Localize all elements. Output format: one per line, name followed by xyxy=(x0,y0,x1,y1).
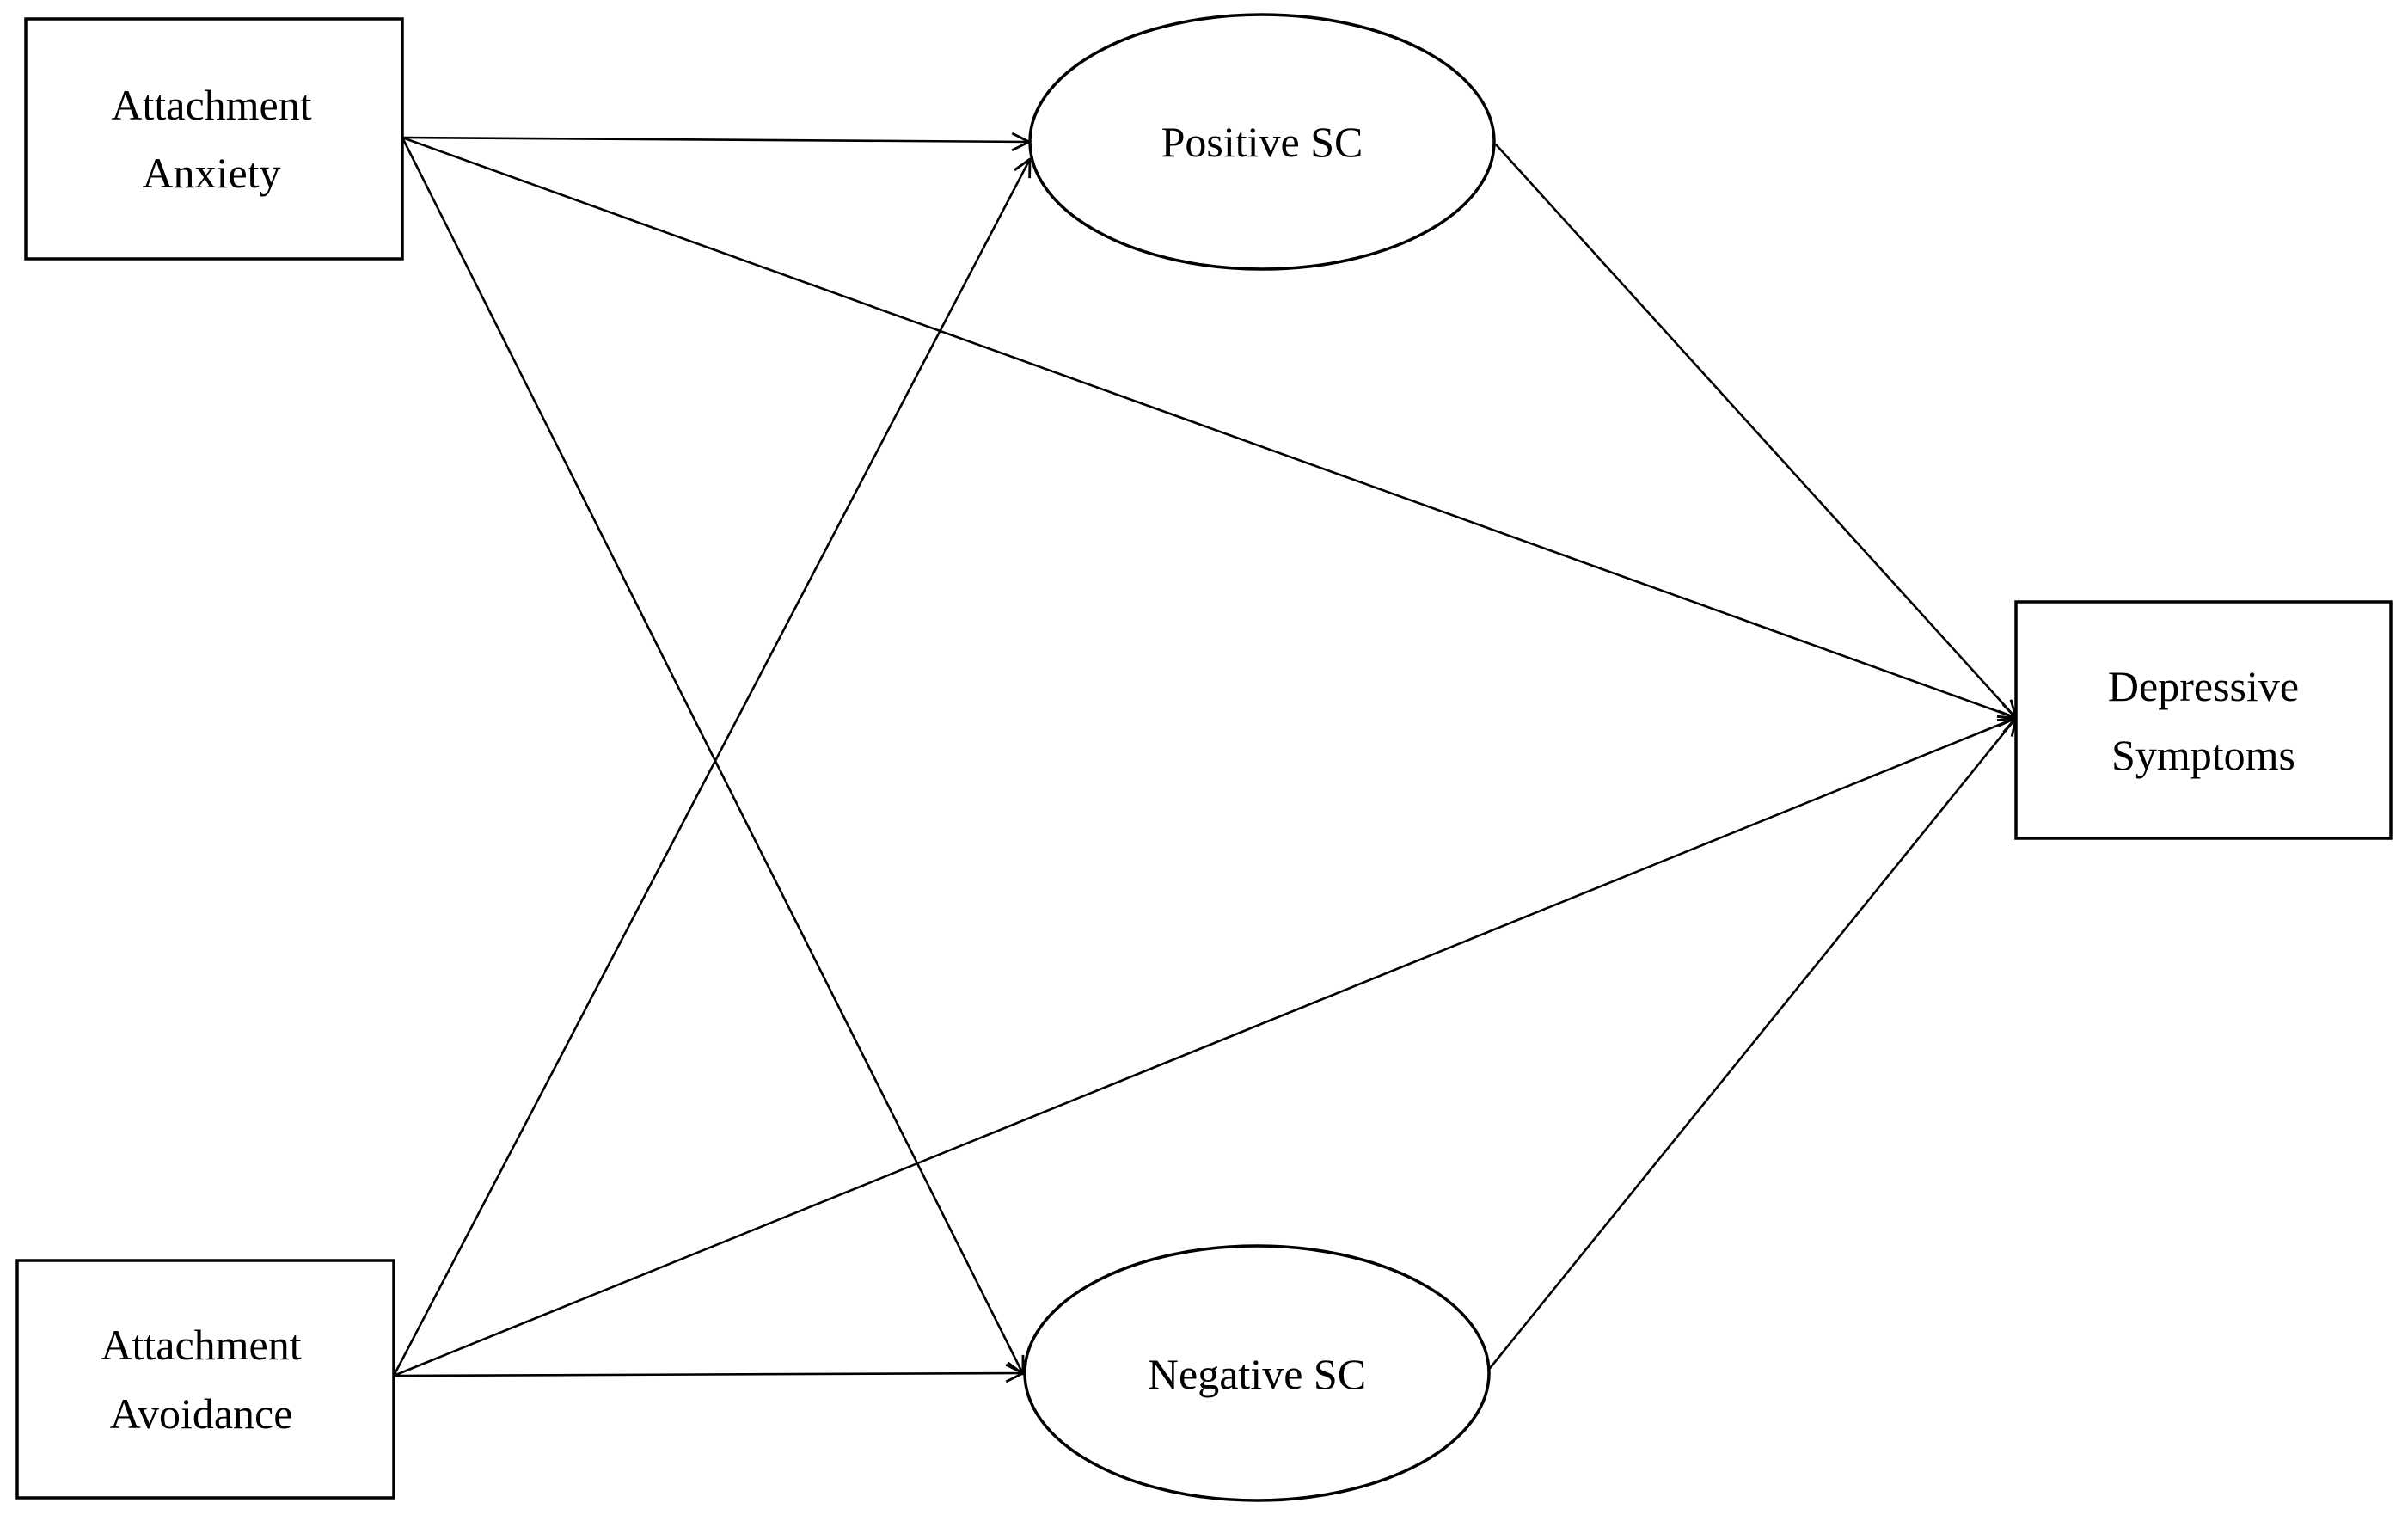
edge-positive-sc-to-depressive-symptoms xyxy=(1495,144,2016,718)
node-positive-sc: Positive SC xyxy=(1028,13,1496,271)
node-attachment-anxiety: Attachment Anxiety xyxy=(24,17,404,261)
edge-anxiety-to-depressive-symptoms xyxy=(401,136,2016,718)
negative-sc-ellipse xyxy=(1023,1244,1491,1502)
attachment-anxiety-label-line2: Anxiety xyxy=(142,149,280,197)
node-attachment-avoidance: Attachment Avoidance xyxy=(15,1259,395,1500)
attachment-anxiety-label-line1: Attachment xyxy=(111,81,311,129)
node-depressive-symptoms: Depressive Symptoms xyxy=(2014,600,2393,840)
edge-anxiety-to-positive-sc xyxy=(401,138,1029,142)
node-negative-sc: Negative SC xyxy=(1023,1244,1491,1502)
attachment-avoidance-label-line2: Avoidance xyxy=(110,1389,293,1438)
attachment-anxiety-box xyxy=(24,17,404,261)
positive-sc-label: Positive SC xyxy=(1161,118,1363,166)
attachment-avoidance-box xyxy=(15,1259,395,1500)
edge-negative-sc-to-depressive-symptoms xyxy=(1486,718,2016,1372)
edge-avoidance-to-depressive-symptoms xyxy=(393,718,2016,1377)
depressive-symptoms-label-line1: Depressive xyxy=(2108,662,2299,710)
edge-avoidance-to-positive-sc xyxy=(392,159,1030,1377)
edge-anxiety-to-negative-sc xyxy=(401,137,1023,1374)
attachment-avoidance-label-line1: Attachment xyxy=(101,1321,301,1369)
depressive-symptoms-label-line2: Symptoms xyxy=(2111,731,2295,779)
positive-sc-ellipse xyxy=(1028,13,1496,271)
depressive-symptoms-box xyxy=(2014,600,2393,840)
negative-sc-label: Negative SC xyxy=(1148,1350,1366,1398)
edges xyxy=(392,136,2016,1377)
edge-avoidance-to-negative-sc xyxy=(393,1373,1023,1376)
